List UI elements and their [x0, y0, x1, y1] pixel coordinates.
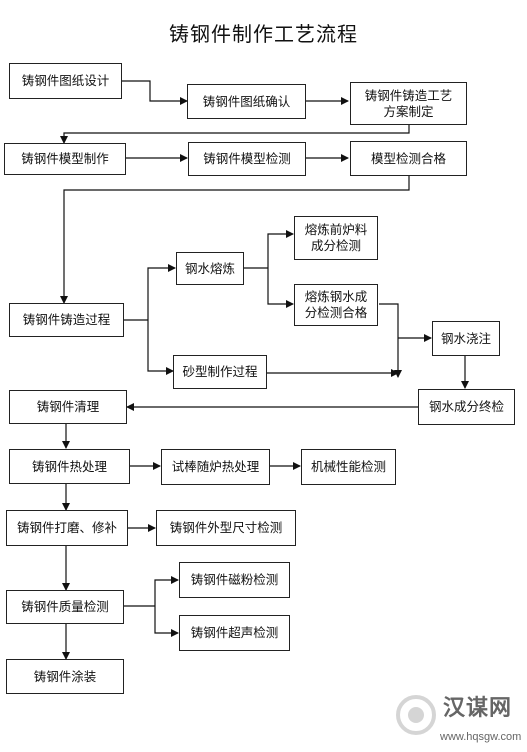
edge-design-confirm	[122, 80, 188, 105]
node-pre-furnace-test: 熔炼前炉料 成分检测	[294, 216, 378, 260]
node-drawing-design: 铸钢件图纸设计	[9, 63, 122, 99]
node-casting-process: 铸钢件铸造过程	[9, 303, 124, 337]
node-sand-mold: 砂型制作过程	[173, 355, 267, 389]
node-dimension-test: 铸钢件外型尺寸检测	[156, 510, 296, 546]
edge-melting-prefurnace	[267, 230, 294, 268]
watermark-logo	[396, 695, 436, 735]
node-pouring: 钢水浇注	[432, 321, 500, 356]
watermark-url: www.hqsgw.com	[440, 731, 522, 743]
node-quality-inspection: 铸钢件质量检测	[6, 590, 124, 624]
node-final-composition-test: 钢水成分终检	[418, 389, 515, 425]
edge-casting-sand	[147, 320, 174, 375]
node-ultrasonic-test: 铸钢件超声检测	[179, 615, 290, 651]
edge-melting-moltenok	[267, 268, 294, 308]
edge-quality-ultrasonic	[154, 606, 179, 637]
watermark-text: 汉谋网	[443, 696, 513, 721]
node-pattern-passed: 模型检测合格	[350, 141, 467, 176]
node-drawing-confirm: 铸钢件图纸确认	[187, 84, 306, 119]
edge-ok-casting	[60, 176, 410, 304]
node-pattern-inspection: 铸钢件模型检测	[188, 142, 306, 176]
edge-quality-magnetic	[154, 576, 179, 606]
node-test-bar-heat: 试棒随炉热处理	[161, 449, 270, 485]
diagram-title: 铸钢件制作工艺流程	[169, 22, 358, 46]
node-pattern-making: 铸钢件模型制作	[4, 143, 126, 175]
edge-moltenok-merge	[379, 303, 402, 378]
node-heat-treatment: 铸钢件热处理	[9, 449, 130, 484]
node-cleaning: 铸钢件清理	[9, 390, 127, 424]
node-process-plan: 铸钢件铸造工艺 方案制定	[350, 82, 467, 125]
node-grinding-repair: 铸钢件打磨、修补	[6, 510, 128, 546]
edge-casting-melting	[147, 264, 176, 320]
node-mechanical-test: 机械性能检测	[301, 449, 396, 485]
node-magnetic-test: 铸钢件磁粉检测	[179, 562, 290, 598]
edge-plan-pattern	[60, 125, 410, 144]
node-coating: 铸钢件涂装	[6, 659, 124, 694]
node-molten-steel-passed: 熔炼钢水成 分检测合格	[294, 284, 378, 326]
node-melting: 钢水熔炼	[176, 252, 244, 285]
